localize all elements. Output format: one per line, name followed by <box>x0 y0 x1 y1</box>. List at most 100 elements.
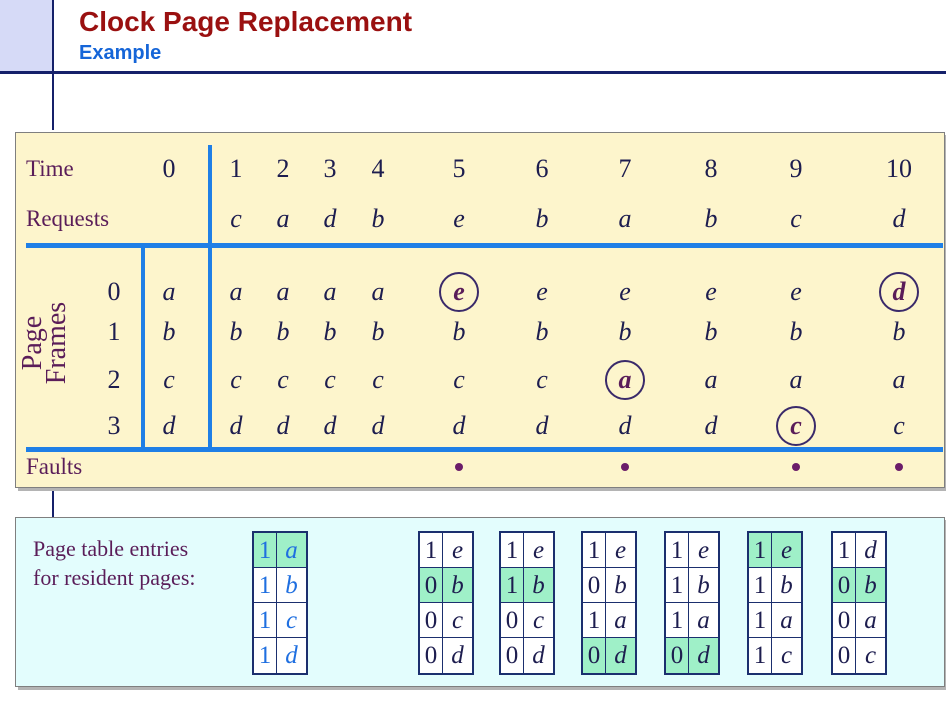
use-bit: 0 <box>420 603 443 637</box>
frame-cell: b <box>276 317 290 346</box>
use-bit: 1 <box>833 533 856 567</box>
page-name: d <box>864 537 877 564</box>
use-bit: 0 <box>833 603 856 637</box>
request-cell: d <box>323 204 337 233</box>
vertical-divider-inner <box>141 247 145 452</box>
page-name: d <box>614 642 627 669</box>
time-label: Time <box>26 156 74 181</box>
frame-cell: d <box>371 411 385 440</box>
time-cell: 2 <box>276 154 290 183</box>
page-table-label: Page table entries for resident pages: <box>33 534 196 592</box>
time-cell: 10 <box>886 154 912 183</box>
page-name: c <box>780 642 793 669</box>
time-cell: 8 <box>704 154 718 183</box>
requests-label: Requests <box>26 206 110 231</box>
page-name: b <box>697 572 710 599</box>
page-name: d <box>532 642 545 669</box>
page-name: a <box>864 607 877 634</box>
frame-cell: a <box>892 365 906 394</box>
page-name: d <box>451 642 464 669</box>
page-frames-label-line: Frames <box>41 301 72 385</box>
request-cell: a <box>618 204 632 233</box>
page-name: e <box>780 537 793 564</box>
horizontal-divider <box>26 447 943 452</box>
use-bit: 0 <box>501 603 524 637</box>
frame-cell: d <box>162 411 176 440</box>
frame-cell: e <box>536 277 548 306</box>
request-cell: b <box>371 204 385 233</box>
page-name: d <box>285 642 298 669</box>
request-cell: a <box>276 204 290 233</box>
frame-cell: b <box>704 317 718 346</box>
frame-cell: a <box>704 365 718 394</box>
replacement-circle <box>879 272 919 312</box>
vertical-rule-lower <box>52 488 54 518</box>
use-bit: 0 <box>833 568 856 602</box>
request-cell: c <box>230 204 242 233</box>
page-name: d <box>697 642 710 669</box>
frame-cell: b <box>371 317 385 346</box>
frame-cell: b <box>162 317 176 346</box>
use-bit: 1 <box>749 603 772 637</box>
frame-cell: d <box>618 411 632 440</box>
time-cell: 4 <box>371 154 385 183</box>
use-bit: 0 <box>420 568 443 602</box>
page-name: c <box>451 607 464 634</box>
frame-number: 1 <box>107 317 121 346</box>
page-name: e <box>697 537 710 564</box>
use-bit: 1 <box>501 533 524 567</box>
replacement-circle <box>776 406 816 446</box>
frame-cell: d <box>704 411 718 440</box>
frame-cell: b <box>892 317 906 346</box>
frame-cell: d <box>229 411 243 440</box>
time-cell: 9 <box>789 154 803 183</box>
frame-cell: a <box>323 277 337 306</box>
frame-number: 0 <box>107 277 121 306</box>
use-bit: 1 <box>583 533 606 567</box>
page-name: c <box>864 642 877 669</box>
frame-cell: d <box>535 411 549 440</box>
frame-cell: b <box>535 317 549 346</box>
vertical-rule <box>52 0 54 130</box>
use-bit: 1 <box>583 603 606 637</box>
use-bit: 0 <box>420 638 443 673</box>
frame-cell: c <box>163 365 175 394</box>
frame-cell: a <box>229 277 243 306</box>
frame-cell: e <box>619 277 631 306</box>
page-name: b <box>285 572 298 599</box>
use-bit: 0 <box>501 638 524 673</box>
frame-cell: c <box>277 365 289 394</box>
frame-cell: d <box>323 411 337 440</box>
time-cell: 3 <box>323 154 337 183</box>
use-bit: 1 <box>254 533 277 567</box>
vertical-divider <box>208 145 212 452</box>
frame-cell: a <box>276 277 290 306</box>
use-bit: 1 <box>420 533 443 567</box>
use-bit: 0 <box>583 568 606 602</box>
use-bit: 1 <box>254 568 277 602</box>
use-bit: 1 <box>254 638 277 673</box>
frame-cell: b <box>452 317 466 346</box>
use-bit: 1 <box>254 603 277 637</box>
request-cell: d <box>892 204 906 233</box>
use-bit: 1 <box>749 638 772 673</box>
